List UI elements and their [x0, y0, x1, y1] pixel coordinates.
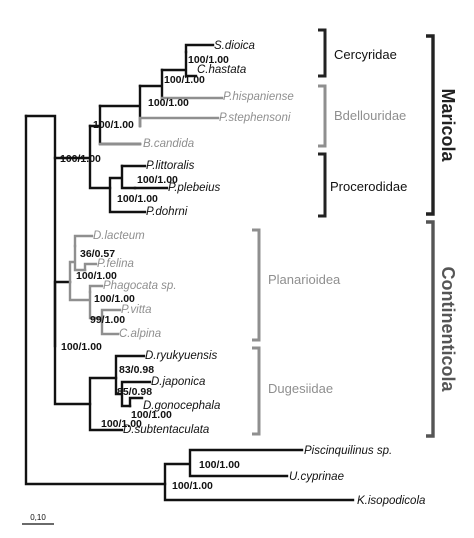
support-planarioidea: 100/1.00	[76, 270, 117, 282]
scale-bar-label: 0,10	[30, 513, 46, 522]
scale-bar: 0,10	[22, 513, 54, 525]
group-continenticola: Continenticola	[438, 267, 458, 393]
support-dugesiidae: 100/1.00	[101, 418, 142, 430]
support-continenticola: 100/1.00	[61, 341, 102, 353]
taxon-s-dioica: S.dioica	[214, 40, 255, 52]
support-procerodidae: 100/1.00	[117, 193, 158, 205]
taxon-d-lacteum: D.lacteum	[93, 230, 145, 242]
taxon-labels: S.dioica C.hastata P.hispaniense P.steph…	[93, 40, 425, 507]
support-outgroup: 100/1.00	[172, 480, 213, 492]
taxon-b-candida: B.candida	[143, 138, 194, 150]
taxon-phagocata: Phagocata sp.	[103, 280, 177, 292]
taxon-u-cyprinae: U.cyprinae	[289, 471, 344, 483]
taxon-c-alpina: C.alpina	[119, 328, 161, 340]
family-dugesiidae: Dugesiidae	[268, 381, 333, 396]
taxon-piscinquilinus: Piscinquilinus sp.	[304, 445, 392, 457]
branch-root	[24, 114, 167, 486]
branch-dugesiidae	[88, 376, 124, 432]
support-cercyridae-inner: 100/1.00	[188, 54, 229, 66]
taxon-p-stephensoni: P.stephensoni	[219, 112, 291, 124]
branch-s-dioica	[184, 43, 215, 54]
branch-d-lacteum	[73, 234, 94, 248]
support-values: 100/1.00 100/1.00 100/1.00 100/1.00 100/…	[60, 54, 240, 492]
branch-continenticola	[53, 280, 92, 406]
taxon-p-plebeius: P.plebeius	[168, 182, 220, 194]
family-brackets	[252, 28, 435, 438]
branch-p-stephensoni	[138, 116, 220, 128]
support-maricola-core: 100/1.00	[93, 119, 134, 131]
bracket-cercyridae	[318, 28, 327, 78]
support-phagocata-vitta: 100/1.00	[94, 293, 135, 305]
taxon-p-littoralis: P.littoralis	[146, 160, 195, 172]
branch-dugesiidae-inner	[114, 354, 152, 408]
taxon-d-ryukyuensis: D.ryukyuensis	[145, 350, 217, 362]
taxon-p-felina: P.felina	[97, 258, 134, 270]
support-outgroup-inner: 100/1.00	[199, 459, 240, 471]
family-labels: Cercyridae Bdellouridae Procerodidae Pla…	[268, 47, 407, 396]
branch-maricola	[53, 124, 112, 190]
bracket-maricola	[426, 34, 435, 216]
bracket-continenticola	[426, 220, 435, 438]
support-dug-gonocephala: 85/0.98	[117, 386, 152, 398]
branch-cercyridae	[138, 68, 164, 100]
branch-cercyridae-inner	[160, 50, 198, 78]
branch-p-vitta-alpina	[100, 308, 122, 336]
bracket-dugesiidae	[252, 346, 261, 436]
support-vitta-alpina: 99/1.00	[90, 314, 125, 326]
support-felina: 36/0.57	[80, 248, 115, 260]
taxon-d-gonocephala: D.gonocephala	[143, 400, 220, 412]
branch-d-gonocephala	[128, 396, 144, 408]
family-procerodidae: Procerodidae	[330, 179, 407, 194]
support-maricola: 100/1.00	[60, 153, 101, 165]
family-cercyridae: Cercyridae	[334, 47, 397, 62]
branch-p-felina	[83, 262, 98, 272]
taxon-p-vitta: P.vitta	[121, 304, 151, 316]
group-maricola: Maricola	[438, 88, 458, 162]
bracket-procerodidae	[318, 152, 327, 218]
support-bdellouridae: 100/1.00	[148, 97, 189, 109]
taxon-d-subtentaculata: D.subtentaculata	[123, 424, 209, 436]
branch-planarioidea	[68, 244, 104, 320]
branch-phagocata	[88, 284, 104, 294]
bracket-bdellouridae	[318, 84, 327, 148]
taxon-p-hispaniense: P.hispaniense	[223, 91, 294, 103]
branch-outgroup	[163, 448, 355, 502]
taxon-p-dohrni: P.dohrni	[146, 206, 188, 218]
branch-ingroup	[24, 114, 57, 348]
support-dug-subtent: 100/1.00	[131, 409, 172, 421]
family-bdellouridae: Bdellouridae	[334, 108, 406, 123]
tree-branches	[24, 43, 355, 502]
support-dug-japonica: 83/0.98	[119, 364, 154, 376]
taxon-k-isopodicola: K.isopodicola	[357, 495, 425, 507]
support-cercyridae-hisp: 100/1.00	[164, 74, 205, 86]
bracket-planarioidea	[252, 228, 261, 342]
support-procerodidae-inner: 100/1.00	[137, 174, 178, 186]
taxon-c-hastata: C.hastata	[197, 64, 246, 76]
branch-procerodidae	[108, 164, 147, 214]
taxon-d-japonica: D.japonica	[151, 376, 205, 388]
family-planarioidea: Planarioidea	[268, 272, 341, 287]
